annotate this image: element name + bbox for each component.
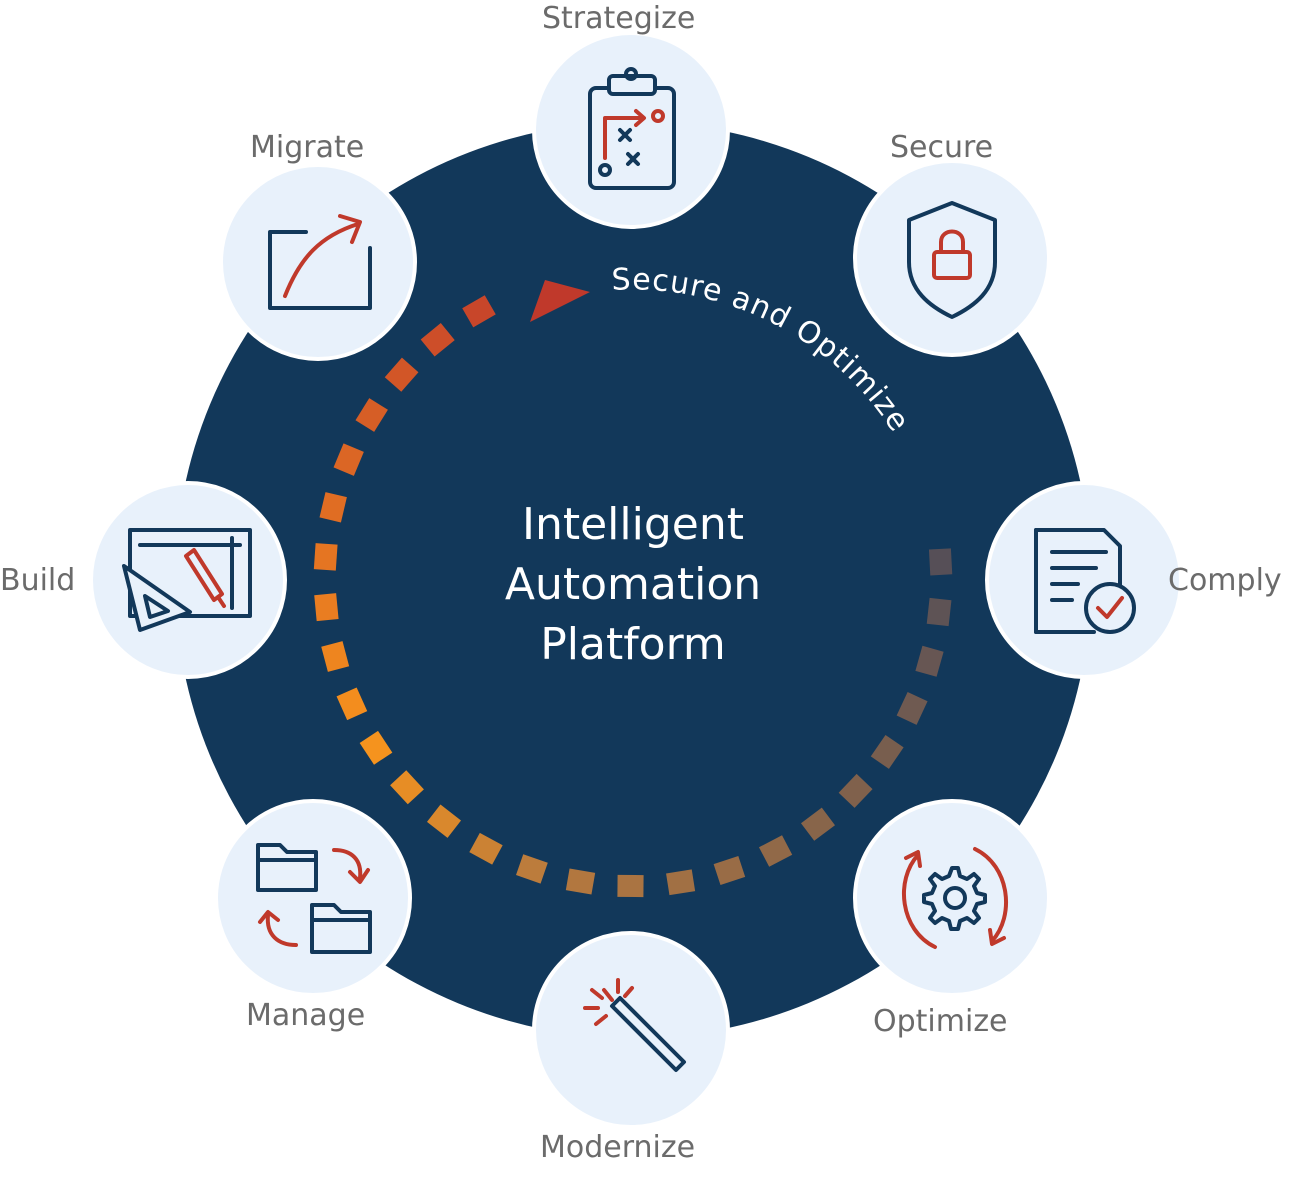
progress-dash bbox=[355, 398, 388, 432]
folders-exchange-icon bbox=[256, 843, 372, 954]
progress-dash bbox=[384, 357, 419, 392]
label-build: Build bbox=[0, 563, 76, 598]
progress-dash bbox=[359, 730, 393, 765]
label-manage: Manage bbox=[246, 998, 366, 1033]
progress-dash bbox=[800, 807, 836, 841]
progress-dash bbox=[469, 832, 503, 865]
bubble-comply[interactable] bbox=[985, 481, 1183, 679]
bubble-modernize[interactable] bbox=[532, 931, 730, 1129]
progress-dash bbox=[870, 734, 904, 769]
progress-arrowhead bbox=[530, 280, 590, 322]
progress-dash bbox=[462, 295, 496, 328]
progress-dash bbox=[838, 773, 873, 808]
label-modernize: Modernize bbox=[540, 1130, 696, 1165]
bubble-secure[interactable] bbox=[853, 159, 1051, 357]
progress-dash bbox=[915, 645, 944, 677]
progress-dash bbox=[321, 641, 350, 672]
document-check-icon bbox=[1034, 528, 1136, 634]
progress-dash bbox=[926, 597, 952, 627]
bubble-manage[interactable] bbox=[214, 799, 412, 997]
progress-dash bbox=[896, 691, 928, 725]
gear-cycle-icon bbox=[901, 847, 1009, 949]
platform-title-line3: Platform bbox=[540, 619, 726, 670]
window-arrow-icon bbox=[268, 214, 372, 310]
progress-dash bbox=[713, 855, 746, 886]
bubble-migrate[interactable] bbox=[219, 163, 417, 361]
progress-dash bbox=[319, 492, 347, 523]
platform-circle bbox=[175, 122, 1091, 1038]
progress-dash bbox=[666, 869, 696, 896]
progress-dash bbox=[420, 323, 455, 357]
platform-title-line2: Automation bbox=[504, 559, 762, 610]
label-strategize: Strategize bbox=[542, 1, 696, 36]
label-optimize: Optimize bbox=[873, 1004, 1008, 1039]
progress-dash bbox=[426, 804, 462, 838]
progress-dash bbox=[313, 543, 338, 571]
platform-title-line1: Intelligent bbox=[522, 499, 744, 550]
progress-dash bbox=[336, 687, 368, 721]
progress-dash bbox=[565, 868, 596, 895]
progress-dash bbox=[314, 593, 339, 622]
bubble-optimize[interactable] bbox=[853, 799, 1051, 997]
label-comply: Comply bbox=[1168, 563, 1282, 598]
shield-lock-icon bbox=[907, 201, 997, 319]
label-migrate: Migrate bbox=[250, 130, 365, 165]
progress-dash bbox=[516, 854, 548, 884]
progress-ring bbox=[313, 295, 953, 898]
progress-dash bbox=[333, 443, 364, 476]
bubble-build[interactable] bbox=[89, 481, 287, 679]
progress-dash bbox=[390, 770, 424, 805]
blueprint-tools-icon bbox=[122, 528, 252, 632]
clipboard-strategy-icon bbox=[588, 67, 676, 190]
label-secure: Secure bbox=[890, 130, 994, 165]
platform-title: Intelligent Automation Platform bbox=[433, 495, 833, 675]
magic-wand-icon bbox=[583, 978, 686, 1072]
progress-dash bbox=[617, 874, 644, 898]
progress-dash bbox=[928, 548, 953, 576]
progress-dash bbox=[758, 835, 793, 867]
